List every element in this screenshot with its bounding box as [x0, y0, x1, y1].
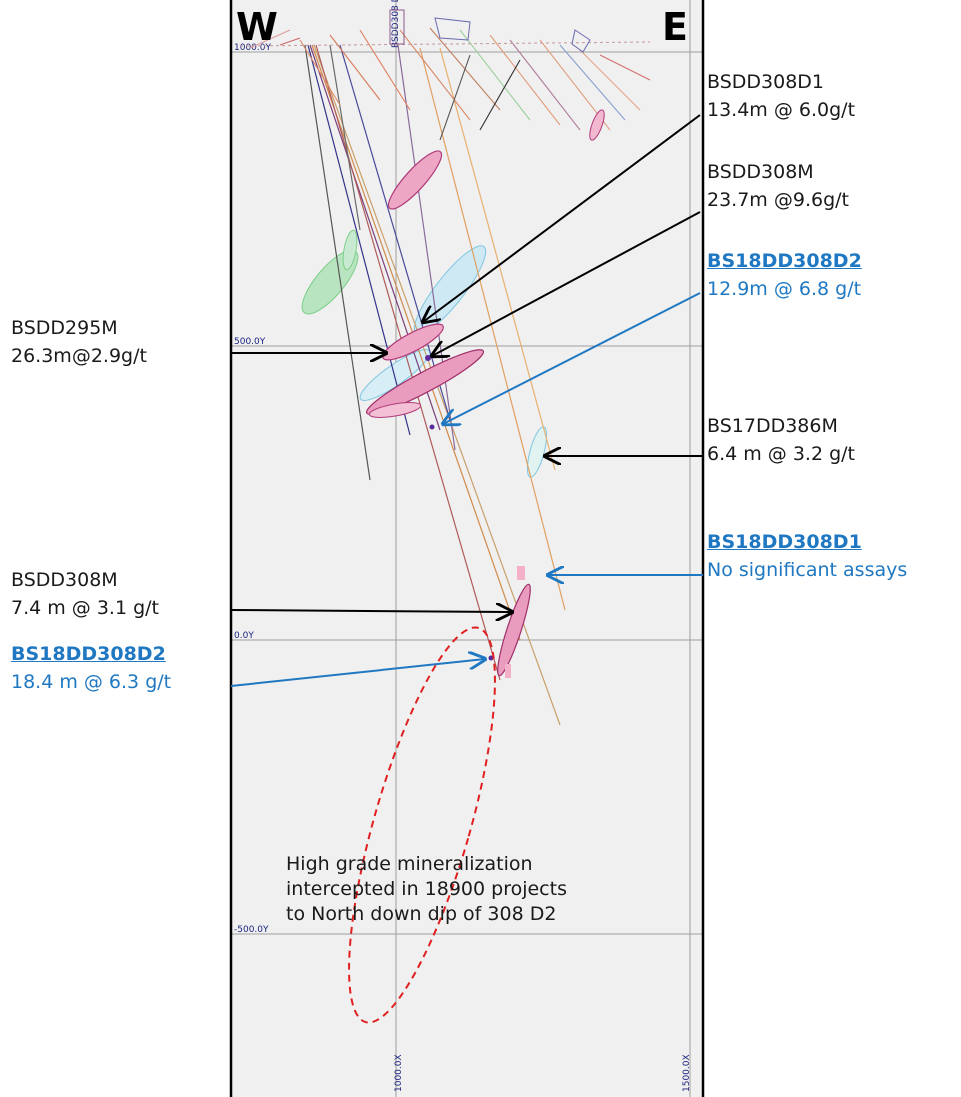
- ore-lens-shallow: [589, 109, 605, 141]
- shallow-trace: [279, 37, 301, 46]
- hole-id: BSDD308D1: [707, 71, 825, 93]
- shallow-trace: [399, 29, 471, 121]
- shallow-trace: [479, 59, 521, 131]
- intercept-dot: [488, 655, 494, 661]
- hole-id-link[interactable]: BS18DD308D2: [707, 250, 862, 272]
- hole-id: BSDD308M: [11, 569, 118, 591]
- compass-east: E: [662, 5, 688, 49]
- label-bsdd308m-upper: BSDD308M 23.7m @9.6g/t: [707, 158, 849, 214]
- note-line: intercepted in 18900 projects: [286, 878, 567, 900]
- section-panel: [231, 0, 703, 1097]
- intercept-result: 13.4m @ 6.0g/t: [707, 99, 856, 121]
- intercept-result: 6.4 m @ 3.2 g/t: [707, 443, 856, 465]
- shallow-trace: [299, 39, 341, 106]
- drill-trace: [304, 44, 371, 481]
- arrow-bs18dd308d2-upper: [443, 292, 701, 424]
- shallow-trace: [249, 29, 291, 49]
- black-arrows: [230, 114, 703, 612]
- surface-topography: [239, 41, 651, 47]
- drill-trace: [307, 44, 411, 436]
- ore-lens-upper: [387, 150, 443, 210]
- drill-trace: [439, 47, 556, 471]
- near-surface-drilling: [239, 9, 651, 141]
- grid-label-x1000: 1000.0X: [394, 1054, 404, 1092]
- hole-id-link[interactable]: BS18DD308D2: [11, 643, 166, 665]
- intercept-mark: [517, 566, 525, 580]
- drill-trace: [419, 47, 566, 611]
- intercept-mark: [505, 664, 511, 678]
- arrow-bs18dd308d2-lower: [230, 659, 485, 687]
- shallow-trace: [459, 29, 531, 121]
- arrow-bsdd308m-lower: [230, 610, 512, 612]
- label-bs17dd386m: BS17DD386M 6.4 m @ 3.2 g/t: [707, 412, 855, 468]
- intercept-result: 7.4 m @ 3.1 g/t: [11, 597, 160, 619]
- shallow-trace: [509, 39, 581, 131]
- surface-outline: [571, 29, 591, 53]
- hole-id: BS17DD386M: [707, 415, 838, 437]
- blue-arrows: [230, 292, 703, 687]
- surface-outline: [434, 17, 471, 41]
- hole-id: BSDD308M: [707, 161, 814, 183]
- grid-label-y0: 0.0Y: [234, 631, 254, 641]
- shallow-trace: [559, 44, 626, 121]
- intercept-result: 18.4 m @ 6.3 g/t: [11, 671, 172, 693]
- intercept-result: 12.9m @ 6.8 g/t: [707, 278, 862, 300]
- ore-lens-thin: [368, 402, 422, 418]
- shallow-trace: [579, 49, 641, 111]
- intercept-result: 23.7m @9.6g/t: [707, 189, 849, 211]
- intercept-dot: [429, 424, 435, 430]
- green-halo-small: [342, 229, 358, 271]
- shallow-trace: [439, 54, 471, 141]
- label-bsdd308d1: BSDD308D1 13.4m @ 6.0g/t: [707, 68, 855, 124]
- intercept-result: 26.3m@2.9g/t: [11, 345, 147, 367]
- collar-label: BSDD308 D1: [391, 0, 401, 48]
- shallow-trace: [489, 34, 561, 126]
- drill-trace: [309, 44, 441, 431]
- target-zone-ellipse: [348, 626, 496, 1024]
- shallow-trace: [329, 34, 381, 101]
- grid-label-yneg500: -500.0Y: [234, 925, 269, 935]
- intercept-dot: [425, 355, 431, 361]
- grid-label-y1000: 1000.0Y: [234, 43, 271, 53]
- label-bs18dd308d2-upper: BS18DD308D2 12.9m @ 6.8 g/t: [707, 247, 862, 303]
- label-bsdd308m-lower: BSDD308M 7.4 m @ 3.1 g/t: [11, 566, 159, 622]
- drill-trace: [329, 44, 361, 231]
- label-bs18dd308d2-lower: BS18DD308D2 18.4 m @ 6.3 g/t: [11, 640, 171, 696]
- ore-lens-bsdd308m: [365, 349, 485, 415]
- hole-id-link[interactable]: BS18DD308D1: [707, 531, 862, 553]
- note-line: High grade mineralization: [286, 853, 533, 875]
- note-line: to North down dip of 308 D2: [286, 903, 557, 925]
- label-bs18dd308d1: BS18DD308D1 No significant assays: [707, 528, 907, 584]
- grid-label-y500: 500.0Y: [234, 337, 266, 347]
- arrow-bsdd308m-upper: [432, 211, 701, 356]
- ore-lens-lower: [497, 583, 531, 677]
- label-bsdd295m: BSDD295M 26.3m@2.9g/t: [11, 314, 147, 370]
- shallow-trace: [599, 54, 651, 81]
- arrow-bsdd308d1: [423, 114, 701, 322]
- shallow-trace: [359, 29, 411, 111]
- grid-label-x1500: 1500.0X: [682, 1054, 692, 1092]
- compass-west: W: [236, 5, 278, 49]
- hole-id: BSDD295M: [11, 317, 118, 339]
- collar-marker: [389, 9, 405, 45]
- target-note: High grade mineralization intercepted in…: [286, 852, 567, 927]
- mineralized-lenses: [365, 109, 605, 678]
- intercept-result: No significant assays: [707, 559, 908, 581]
